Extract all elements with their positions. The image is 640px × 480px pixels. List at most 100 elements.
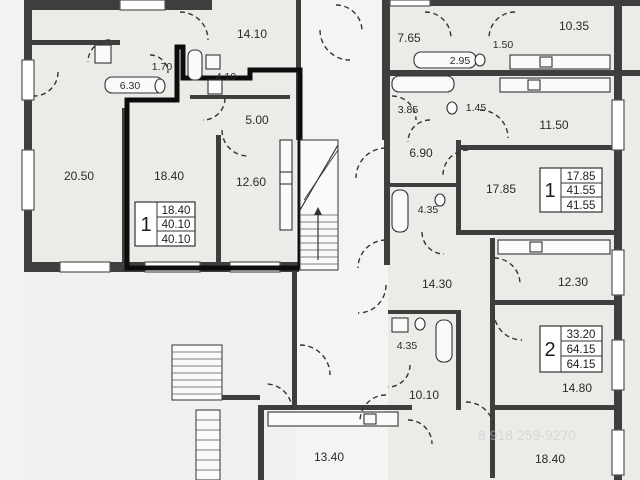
stove-1230 bbox=[529, 241, 543, 253]
door-swings bbox=[33, 4, 523, 445]
wall-1340-top bbox=[262, 405, 412, 410]
room-area-1260: 12.60 bbox=[236, 175, 266, 189]
room-area-435b: 4.35 bbox=[397, 340, 418, 352]
door-swing-9 bbox=[488, 11, 516, 39]
stove-1035 bbox=[539, 56, 553, 68]
selected-apartment-outline bbox=[124, 44, 303, 271]
door-swing-5 bbox=[221, 129, 249, 157]
lower-stairs bbox=[171, 344, 223, 480]
wall-bath-lower-right bbox=[456, 310, 461, 410]
apartment-1-total-alt: 40.10 bbox=[162, 234, 191, 246]
door-swing-8 bbox=[424, 11, 452, 39]
apartment-2-living: 17.85 bbox=[567, 171, 596, 183]
room-labels: 14.10 10.35 7.65 1.70 4.10 2.95 1.50 6.3… bbox=[64, 19, 592, 466]
lower-left-area bbox=[24, 272, 296, 480]
door-swing-18 bbox=[357, 284, 387, 314]
door-swing-25 bbox=[407, 419, 433, 445]
fixtures bbox=[94, 44, 611, 427]
apartment-2-total-alt: 41.55 bbox=[567, 200, 596, 212]
room-area-765: 7.65 bbox=[397, 31, 421, 45]
room-area-630: 6.30 bbox=[120, 80, 141, 92]
apartment-2-rooms: 1 bbox=[544, 180, 555, 202]
bathtub-435b bbox=[435, 319, 453, 363]
window-right-1 bbox=[611, 99, 625, 151]
room-area-690: 6.90 bbox=[409, 146, 433, 160]
kitchen-counter-1260 bbox=[279, 139, 293, 231]
room-area-150: 1.50 bbox=[493, 39, 514, 51]
wall-1480-bottom bbox=[490, 405, 620, 410]
room-area-1340: 13.40 bbox=[314, 450, 344, 464]
door-swing-17 bbox=[493, 257, 521, 285]
room-area-1010: 10.10 bbox=[409, 388, 439, 402]
room-area-435a: 4.35 bbox=[418, 204, 439, 216]
sink-410 bbox=[205, 54, 221, 70]
wall-1855-left bbox=[456, 140, 461, 235]
door-swing-19 bbox=[493, 311, 523, 341]
door-swing-12 bbox=[479, 109, 509, 139]
door-swing-4 bbox=[202, 97, 226, 121]
room-area-145: 1.45 bbox=[466, 102, 487, 114]
wall-corridor-left-lower bbox=[292, 272, 297, 410]
apartment-box-3: 2 33.20 64.15 64.15 bbox=[539, 325, 603, 373]
window-left-1 bbox=[21, 59, 35, 101]
apartment-3-living: 33.20 bbox=[567, 329, 596, 341]
bathtub-410 bbox=[187, 49, 203, 81]
room-area-410: 4.10 bbox=[216, 71, 237, 83]
apartment-3-total: 64.15 bbox=[567, 344, 596, 356]
wall-1230-bottom bbox=[492, 300, 617, 305]
door-swing-20 bbox=[387, 364, 411, 388]
door-swing-22 bbox=[265, 383, 293, 411]
apartment-3-rooms: 2 bbox=[544, 339, 555, 361]
window-right-4 bbox=[611, 429, 625, 476]
wall-1785-bottom bbox=[459, 230, 619, 235]
room-area-1035: 10.35 bbox=[559, 19, 589, 33]
apartment-1-rooms: 1 bbox=[140, 214, 151, 236]
bathtub-385 bbox=[391, 75, 455, 93]
door-swing-23 bbox=[359, 394, 387, 422]
room-area-1840b: 18.40 bbox=[535, 452, 565, 466]
door-swing-2 bbox=[149, 54, 169, 74]
window-top-1 bbox=[119, 0, 166, 11]
door-swing-26 bbox=[33, 71, 59, 97]
room-area-385: 3.85 bbox=[398, 104, 419, 116]
wall-bath-lower-top bbox=[388, 310, 460, 314]
room-area-500: 5.00 bbox=[245, 113, 269, 127]
apartment-box-2: 1 17.85 41.55 41.55 bbox=[539, 167, 603, 213]
toilet-435a bbox=[434, 193, 446, 207]
wall-1785-top bbox=[459, 145, 619, 150]
kitchen-counter-1340 bbox=[267, 411, 399, 427]
room-area-1840a: 18.40 bbox=[154, 169, 184, 183]
room-area-1480: 14.80 bbox=[562, 381, 592, 395]
room-area-1230: 12.30 bbox=[558, 275, 588, 289]
apartment-3-total-alt: 64.15 bbox=[567, 359, 596, 371]
apartment-1-living: 18.40 bbox=[162, 205, 191, 217]
room-area-1410: 14.10 bbox=[237, 27, 267, 41]
window-right-3 bbox=[611, 339, 625, 391]
sink-170 bbox=[94, 44, 112, 64]
door-swing-14 bbox=[442, 149, 469, 176]
stove-1150 bbox=[527, 79, 541, 91]
kitchen-counter-1230 bbox=[497, 239, 611, 255]
toilet-170 bbox=[154, 78, 166, 94]
wall-right-outer bbox=[614, 0, 622, 480]
window-bottom-2050 bbox=[59, 261, 111, 273]
wall-hall-top bbox=[190, 95, 290, 99]
bathtub-435a bbox=[391, 189, 409, 233]
wall-right-block-left bbox=[384, 140, 390, 265]
room-area-295: 2.95 bbox=[450, 55, 471, 67]
window-left-2 bbox=[21, 149, 35, 211]
door-swing-11 bbox=[407, 119, 431, 143]
room-area-2050: 20.50 bbox=[64, 169, 94, 183]
fixture-410-b bbox=[207, 79, 223, 95]
wall-top-right bbox=[390, 0, 640, 6]
apartment-2-total: 41.55 bbox=[567, 185, 596, 197]
apartment-box-1: 1 18.40 40.10 40.10 bbox=[134, 201, 196, 247]
door-swing-7 bbox=[335, 4, 363, 32]
door-swing-3 bbox=[87, 39, 111, 63]
toilet-435b bbox=[414, 317, 426, 331]
stove-1340 bbox=[363, 413, 377, 425]
toilet-145 bbox=[446, 101, 458, 115]
wall-right-row1 bbox=[384, 70, 640, 76]
room-area-1785: 17.85 bbox=[486, 182, 516, 196]
